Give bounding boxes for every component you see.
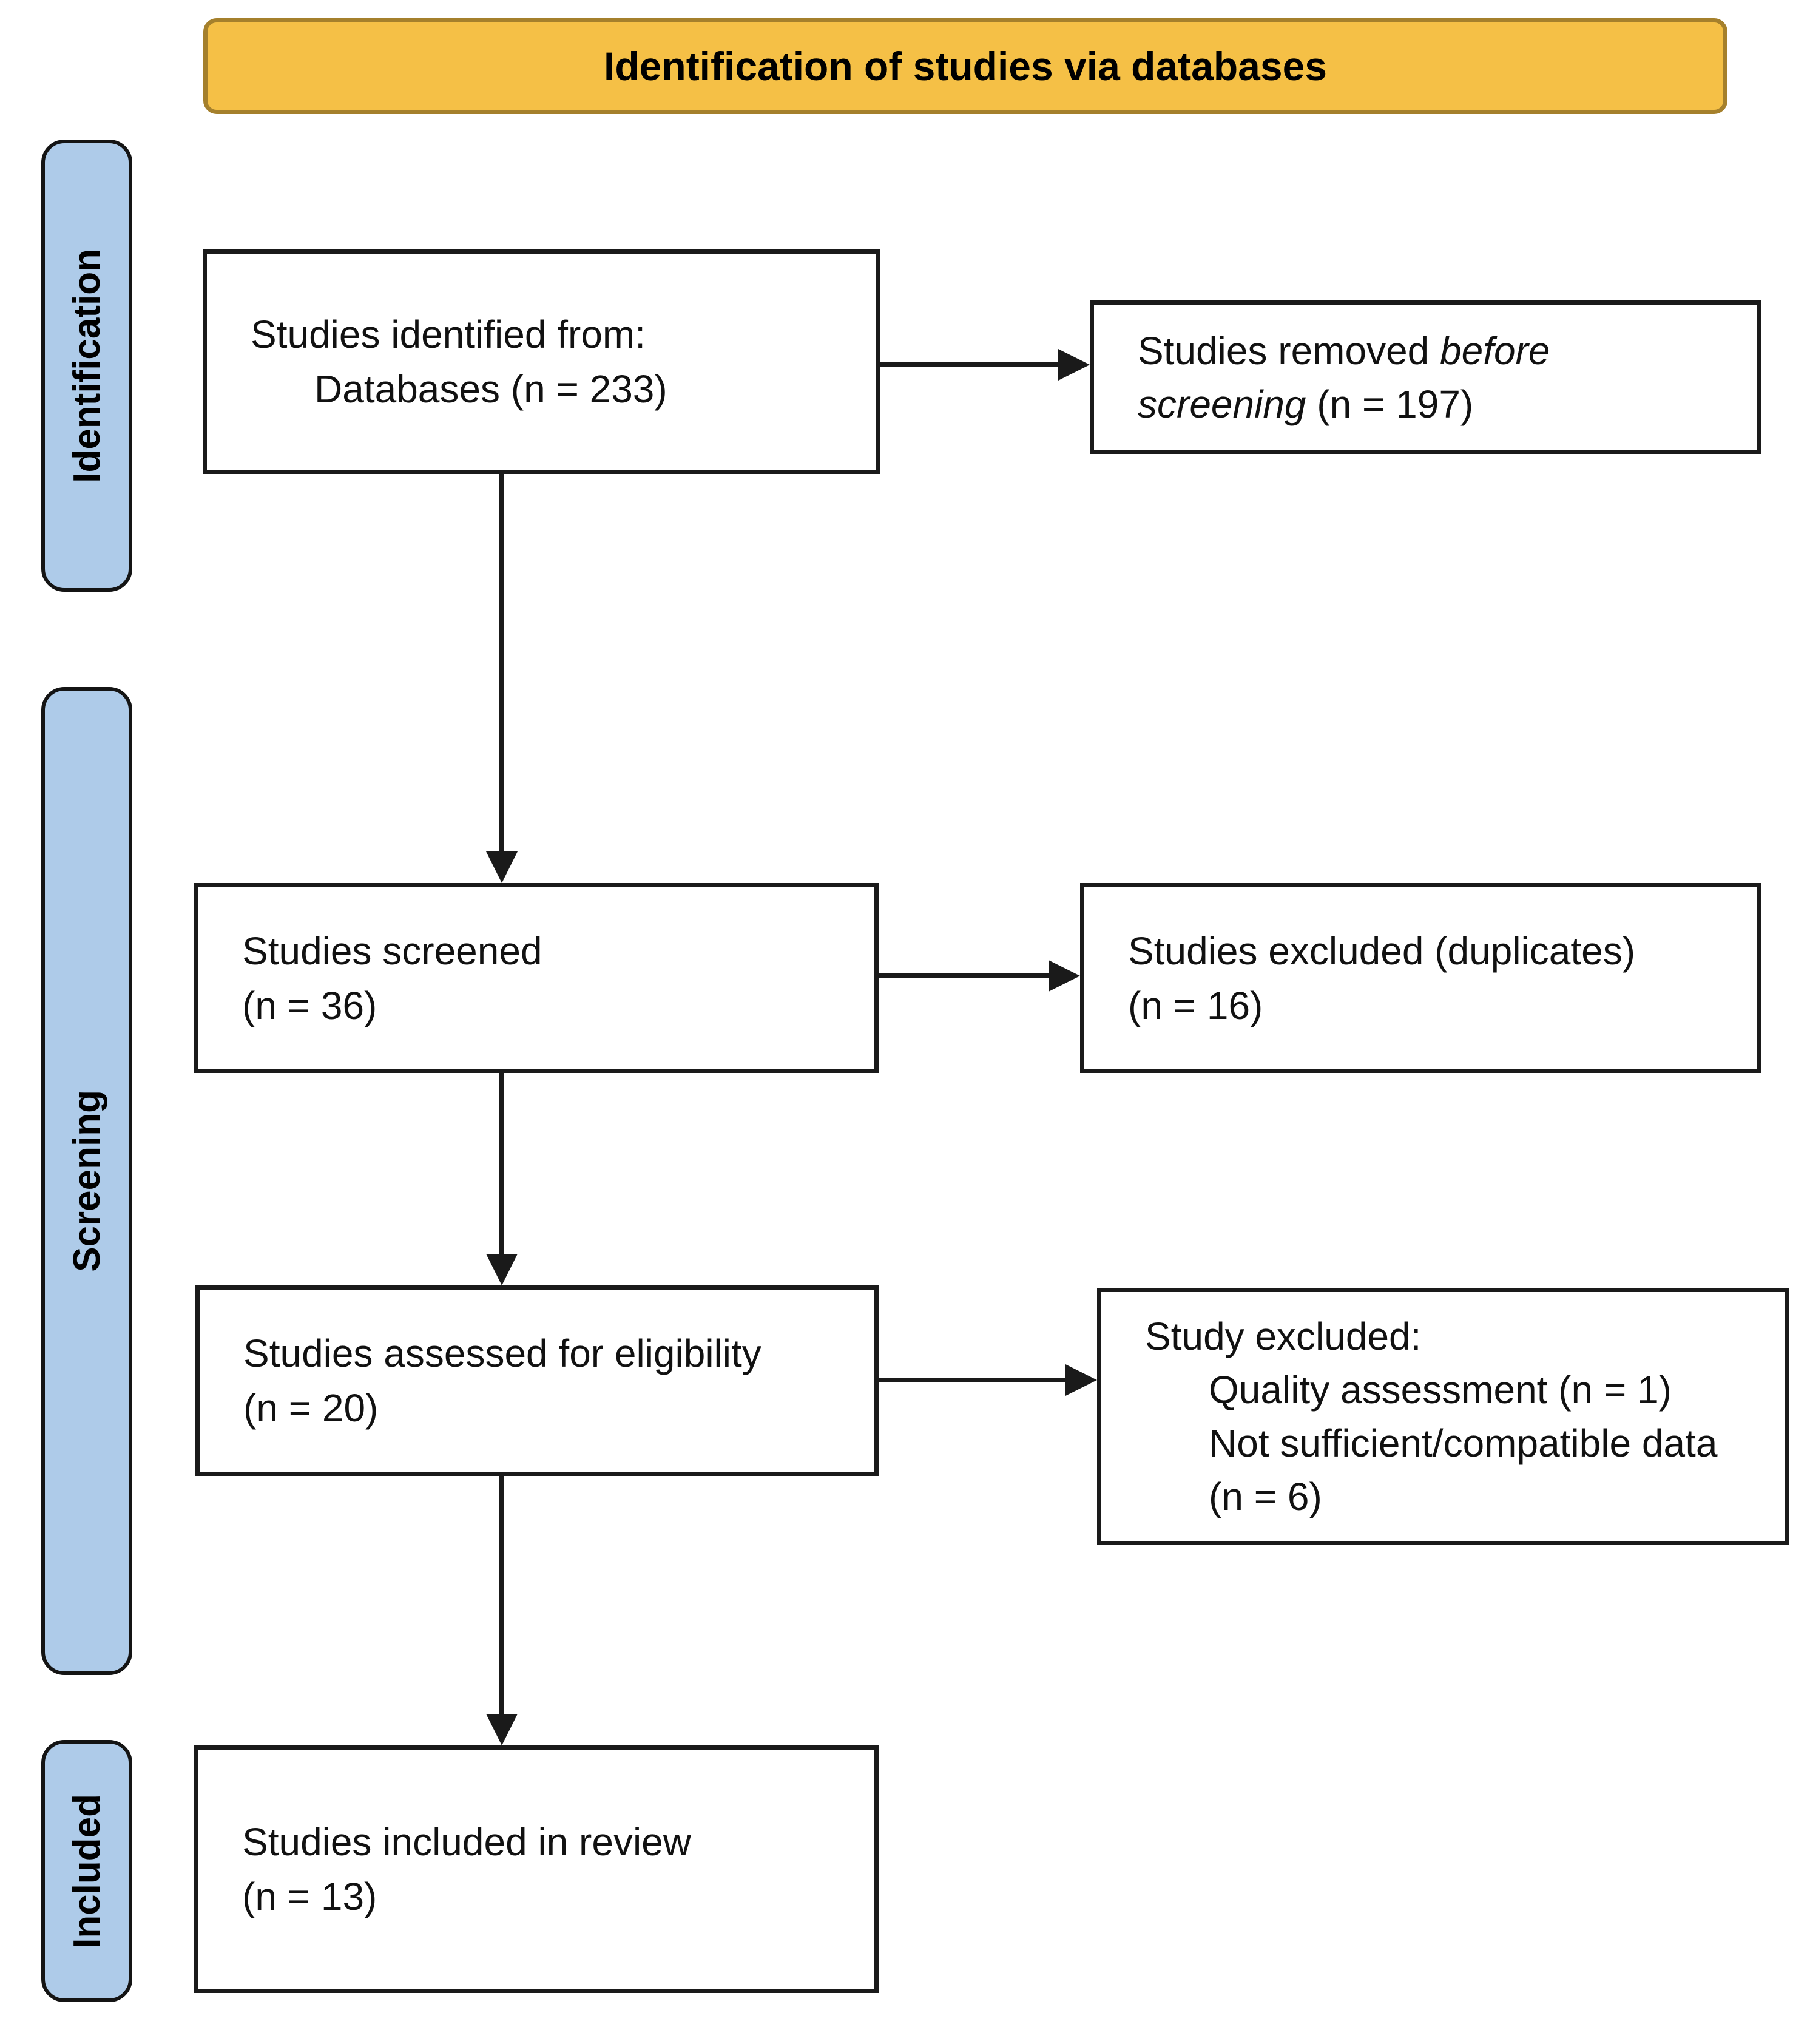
box-studies-identified-line2: Databases (n = 233) — [314, 367, 667, 411]
arrow-screened-to-duplicates — [879, 960, 1080, 992]
removed-line1-normal: Studies removed — [1138, 328, 1440, 373]
arrow-identified-to-screened — [486, 474, 518, 883]
banner-title: Identification of studies via databases — [604, 44, 1327, 89]
box-studies-screened-line2: (n = 36) — [242, 983, 377, 1027]
stage-label-identification-text: Identification — [66, 248, 108, 483]
arrow-assessed-to-included — [486, 1476, 518, 1745]
box-study-excluded-reasons: Study excluded: Quality assessment (n = … — [1097, 1288, 1789, 1545]
arrow-right-icon — [1049, 960, 1080, 992]
arrow-shaft — [879, 973, 1053, 978]
arrow-down-icon — [486, 1254, 518, 1285]
box-studies-identified-line1: Studies identified from: — [251, 313, 646, 356]
box-study-excluded-line2: Quality assessment (n = 1) — [1209, 1368, 1672, 1412]
box-included-line1: Studies included in review — [242, 1820, 691, 1864]
box-study-excluded-line3: Not sufficient/compatible data — [1209, 1421, 1718, 1465]
stage-label-included-text: Included — [66, 1793, 108, 1949]
banner-identification-via-databases: Identification of studies via databases — [203, 18, 1727, 114]
arrow-shaft — [880, 362, 1063, 367]
arrow-down-icon — [486, 1714, 518, 1745]
box-study-excluded-line1: Study excluded: — [1145, 1315, 1422, 1358]
arrow-down-icon — [486, 851, 518, 883]
arrow-assessed-to-excluded — [879, 1364, 1097, 1396]
arrow-screened-to-assessed — [486, 1073, 518, 1285]
box-studies-identified: Studies identified from: Databases (n = … — [203, 249, 880, 474]
removed-line2-italic: screening — [1138, 382, 1306, 426]
box-studies-removed-before-screening: Studies removed before screening (n = 19… — [1090, 300, 1761, 454]
box-studies-removed-line2: screening (n = 197) — [1138, 377, 1738, 431]
box-duplicates-line2: (n = 16) — [1128, 983, 1263, 1027]
box-included-line2: (n = 13) — [242, 1875, 377, 1918]
stage-label-screening-text: Screening — [66, 1090, 108, 1272]
arrow-shaft — [499, 1073, 504, 1259]
arrow-right-icon — [1058, 349, 1090, 381]
box-studies-excluded-duplicates: Studies excluded (duplicates) (n = 16) — [1080, 883, 1761, 1073]
arrow-shaft — [879, 1378, 1070, 1382]
arrow-shaft — [499, 474, 504, 856]
box-studies-screened-line1: Studies screened — [242, 929, 542, 973]
box-duplicates-line1: Studies excluded (duplicates) — [1128, 929, 1636, 973]
stage-label-included: Included — [41, 1740, 132, 2002]
box-studies-assessed-eligibility: Studies assessed for eligibility (n = 20… — [195, 1285, 879, 1476]
removed-line1-italic: before — [1440, 328, 1550, 373]
arrow-shaft — [499, 1476, 504, 1719]
arrow-right-icon — [1065, 1364, 1097, 1396]
box-study-excluded-line4: (n = 6) — [1209, 1475, 1322, 1518]
stage-label-screening: Screening — [41, 687, 132, 1675]
box-studies-removed-line1: Studies removed before — [1138, 324, 1738, 377]
box-assessed-line2: (n = 20) — [243, 1386, 379, 1430]
arrow-identified-to-removed — [880, 349, 1090, 381]
box-assessed-line1: Studies assessed for eligibility — [243, 1332, 761, 1375]
box-studies-screened: Studies screened (n = 36) — [194, 883, 879, 1073]
stage-label-identification: Identification — [41, 140, 132, 592]
removed-line2-normal: (n = 197) — [1306, 382, 1474, 426]
box-studies-included-review: Studies included in review (n = 13) — [194, 1745, 879, 1993]
